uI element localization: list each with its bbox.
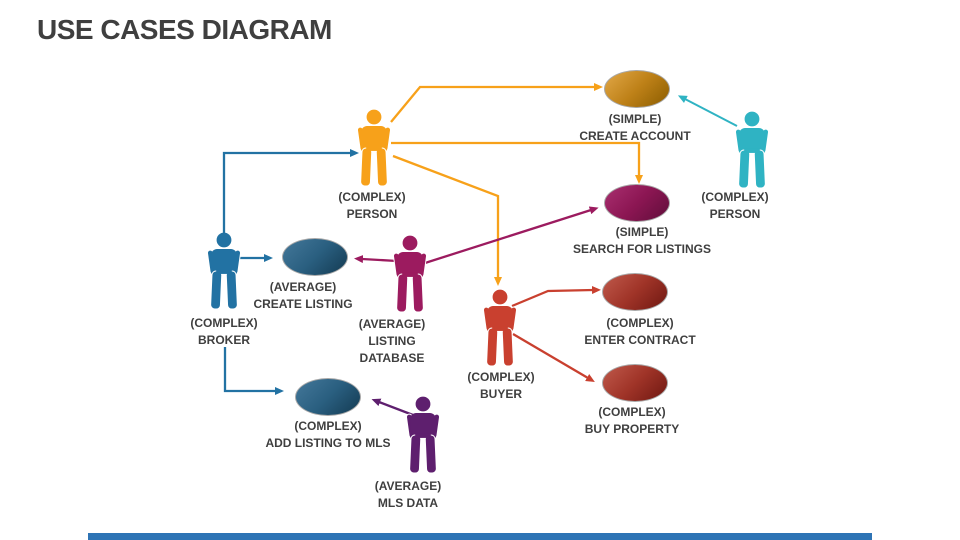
- person-icon: [357, 109, 391, 187]
- arrow-person-to-create-account: [390, 83, 603, 123]
- actor-person-2-label: (COMPLEX)PERSON: [701, 190, 769, 221]
- arrow-mlsdata-to-add-listing: [371, 398, 414, 417]
- arrow-broker-to-add-listing: [223, 347, 284, 395]
- actor-mls-data: [403, 396, 443, 474]
- person-icon: [483, 289, 517, 367]
- arrow-broker-to-person: [222, 149, 359, 234]
- actor-mls-data-label: (AVERAGE)MLS DATA: [374, 479, 442, 510]
- usecase-search-for-listings-label: (SIMPLE)SEARCH FOR LISTINGS: [572, 225, 711, 256]
- usecase-create-account-label: (SIMPLE)CREATE ACCOUNT: [579, 112, 691, 143]
- arrow-person2-to-create-account: [677, 95, 738, 127]
- arrow-listingdb-to-search: [424, 206, 599, 265]
- actor-broker: [204, 232, 244, 310]
- actor-person-label: (COMPLEX)PERSON: [338, 190, 406, 221]
- usecase-create-account: [604, 70, 670, 108]
- usecase-create-listing-label: (AVERAGE)CREATE LISTING: [253, 280, 353, 311]
- usecase-add-listing-to-mls-label: (COMPLEX)ADD LISTING TO MLS: [265, 419, 391, 450]
- actor-buyer: [480, 289, 520, 367]
- person-icon: [735, 111, 769, 189]
- usecase-search-for-listings: [604, 184, 670, 222]
- person-icon: [207, 232, 241, 310]
- actor-person-2: [732, 111, 772, 189]
- arrow-person-to-buyer: [392, 154, 502, 286]
- actor-buyer-label: (COMPLEX)BUYER: [467, 370, 535, 401]
- usecase-buy-property-label: (COMPLEX)BUY PROPERTY: [584, 405, 680, 436]
- actor-person: [354, 109, 394, 187]
- arrow-buyer-to-enter-contract: [511, 286, 601, 308]
- person-icon: [406, 396, 440, 474]
- arrow-listingdb-to-create-listing: [354, 255, 398, 264]
- person-icon: [393, 235, 427, 313]
- footer-accent-bar: [88, 533, 872, 540]
- actor-listing-database: [390, 235, 430, 313]
- usecase-buy-property: [602, 364, 668, 402]
- actor-broker-label: (COMPLEX)BROKER: [190, 316, 258, 347]
- arrow-person-to-search-for-listings: [391, 141, 643, 184]
- arrow-buyer-to-buy-property: [512, 333, 595, 383]
- usecase-create-listing: [282, 238, 348, 276]
- usecase-enter-contract: [602, 273, 668, 311]
- usecase-add-listing-to-mls: [295, 378, 361, 416]
- page-title: USE CASES DIAGRAM: [37, 14, 332, 45]
- usecase-enter-contract-label: (COMPLEX)ENTER CONTRACT: [584, 316, 696, 347]
